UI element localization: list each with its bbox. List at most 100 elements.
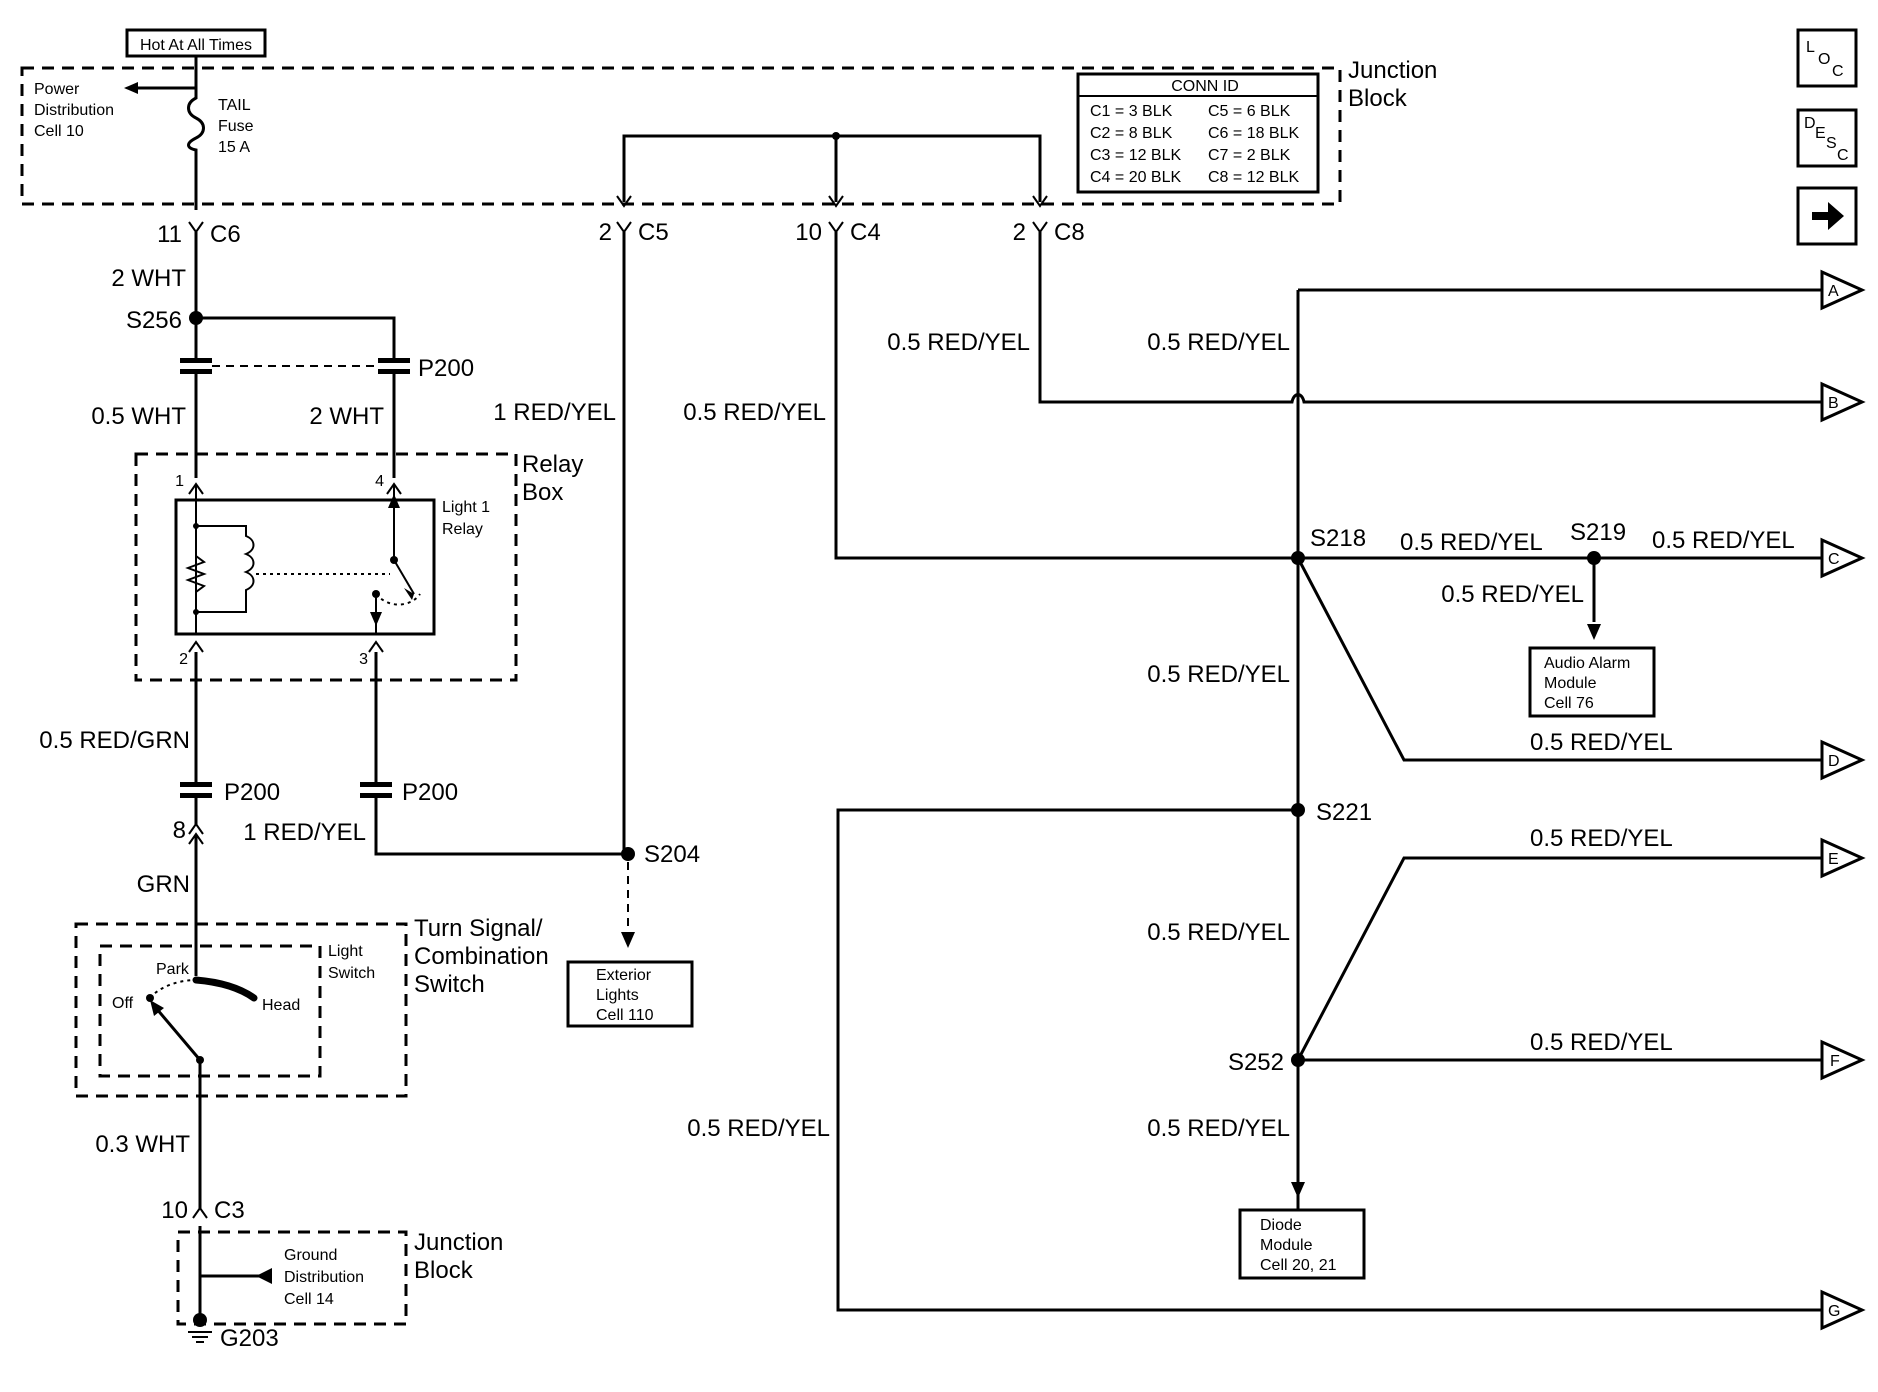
svg-text:E: E: [1828, 851, 1839, 868]
splice-s252-label: S252: [1228, 1049, 1284, 1076]
p200-top-label: P200: [418, 355, 474, 382]
svg-text:B: B: [1828, 395, 1839, 412]
svg-text:Distribution: Distribution: [34, 102, 114, 119]
wire-05redyel-s218-s219-label: 0.5 RED/YEL: [1400, 529, 1543, 556]
switch-park-head-contact: [192, 976, 258, 1002]
svg-text:Block: Block: [1348, 85, 1408, 112]
svg-text:G: G: [1828, 1303, 1840, 1320]
wire-05redyel-d: [1296, 557, 1822, 762]
splice-s256-label: S256: [126, 307, 182, 334]
svg-text:Junction: Junction: [1348, 57, 1437, 84]
junction-block-bottom-label: Junction Block: [414, 1229, 503, 1284]
desc-button[interactable]: D E S C: [1796, 108, 1858, 168]
c5-label: C5: [638, 219, 669, 246]
svg-text:Cell 10: Cell 10: [34, 123, 84, 140]
wire-05redyel-c8-label: 0.5 RED/YEL: [887, 329, 1030, 356]
splice-s204: [621, 847, 635, 861]
svg-text:Switch: Switch: [414, 971, 485, 998]
svg-text:A: A: [1828, 283, 1839, 300]
switch-park-label: Park: [156, 961, 190, 978]
relay-coil-icon: [196, 525, 255, 613]
turn-signal-switch-label: Turn Signal/ Combination Switch: [414, 915, 549, 998]
wire-05redyel-f-label: 0.5 RED/YEL: [1530, 1029, 1673, 1056]
ground-distribution-arrow-icon: [256, 1268, 272, 1284]
power-distribution-label: Power Distribution Cell 10: [34, 81, 114, 140]
offpage-connector-a[interactable]: A: [1820, 269, 1866, 311]
svg-text:Lights: Lights: [596, 987, 639, 1004]
splice-s204-label: S204: [644, 841, 700, 868]
offpage-connector-b[interactable]: B: [1820, 381, 1866, 423]
c8-label: C8: [1054, 219, 1085, 246]
p200-pin8-label: 8: [173, 817, 186, 844]
svg-text:Turn Signal/: Turn Signal/: [414, 915, 543, 942]
relay-pin4: 4: [375, 473, 384, 490]
relay-pin3: 3: [359, 651, 368, 668]
conn-id-title: CONN ID: [1171, 78, 1239, 95]
hot-at-all-times-label: Hot At All Times: [140, 37, 252, 54]
conn-id-c1: C1 = 3 BLK: [1090, 103, 1173, 120]
conn-id-c7: C7 = 2 BLK: [1208, 147, 1291, 164]
ground-g203-label: G203: [220, 1325, 279, 1352]
relay-resistor-icon: [185, 555, 207, 593]
connector-marks-top: [188, 195, 1048, 234]
wire-05redyel-g-label: 0.5 RED/YEL: [687, 1115, 830, 1142]
next-button[interactable]: [1796, 186, 1858, 246]
offpage-connector-d[interactable]: D: [1820, 739, 1866, 781]
wire-05redyel-c8: [1038, 232, 1822, 404]
relay-box-label: Relay Box: [522, 451, 583, 506]
p200-pin8-mark: [188, 822, 204, 845]
svg-text:Exterior: Exterior: [596, 967, 652, 984]
wire-2wht-top-label: 2 WHT: [111, 265, 186, 292]
svg-text:Cell 76: Cell 76: [1544, 695, 1594, 712]
ground-distribution-label: Ground Distribution Cell 14: [284, 1247, 364, 1308]
svg-text:C: C: [1828, 551, 1840, 568]
offpage-connector-f[interactable]: F: [1820, 1039, 1866, 1081]
splice-s219-label: S219: [1570, 519, 1626, 546]
splice-s221-label: S221: [1316, 799, 1372, 826]
svg-text:15 A: 15 A: [218, 139, 250, 156]
c3-connector-mark: [192, 1206, 208, 1219]
svg-text:C: C: [1832, 63, 1844, 80]
junction-block-top-label: Junction Block: [1348, 57, 1437, 112]
svg-text:Module: Module: [1544, 675, 1597, 692]
svg-text:S: S: [1826, 135, 1837, 152]
offpage-connector-g[interactable]: G: [1820, 1289, 1866, 1331]
conn-id-c2: C2 = 8 BLK: [1090, 125, 1173, 142]
switch-off-label: Off: [112, 995, 134, 1012]
tail-fuse-label: TAIL Fuse 15 A: [218, 97, 254, 156]
c3-pin-label: 10: [161, 1197, 188, 1224]
svg-text:Combination: Combination: [414, 943, 549, 970]
power-distribution-arrow-icon: [124, 82, 138, 94]
switch-head-label: Head: [262, 997, 300, 1014]
right-arrow-icon: [1812, 202, 1844, 230]
svg-text:E: E: [1815, 125, 1826, 142]
svg-text:L: L: [1806, 39, 1815, 56]
wire-1redyel-relay: [374, 798, 628, 856]
audio-alarm-module-box: Audio Alarm Module Cell 76: [1528, 646, 1656, 718]
switch-off-dots: [149, 979, 197, 999]
svg-text:Light 1: Light 1: [442, 499, 490, 516]
offpage-connector-c[interactable]: C: [1820, 537, 1866, 579]
wire-05redyel-c-label: 0.5 RED/YEL: [1652, 527, 1795, 554]
svg-text:Relay: Relay: [522, 451, 583, 478]
wire-03wht-label: 0.3 WHT: [95, 1131, 190, 1158]
conn-id-c6: C6 = 18 BLK: [1208, 125, 1300, 142]
svg-text:D: D: [1828, 753, 1840, 770]
light-switch-outline: [98, 944, 322, 1078]
offpage-connector-e[interactable]: E: [1820, 837, 1866, 879]
svg-text:Cell 110: Cell 110: [596, 1007, 654, 1024]
c3-label: C3: [214, 1197, 245, 1224]
light-switch-label: Light Switch: [328, 943, 375, 982]
wire-05redyel-g: [836, 808, 1822, 1312]
diode-module-box: Diode Module Cell 20, 21: [1238, 1208, 1366, 1280]
svg-text:Box: Box: [522, 479, 563, 506]
relay-box-outline: [134, 452, 518, 682]
svg-text:F: F: [1830, 1053, 1840, 1070]
relay-pin2: 2: [179, 651, 188, 668]
svg-text:Cell 20, 21: Cell 20, 21: [1260, 1257, 1337, 1274]
wire-05redyel-audio-label: 0.5 RED/YEL: [1441, 581, 1584, 608]
wire-1redyel-relay-label: 1 RED/YEL: [243, 819, 366, 846]
loc-button[interactable]: L O C: [1796, 28, 1858, 88]
c6-pin-label: 11: [157, 221, 182, 248]
svg-text:Power: Power: [34, 81, 80, 98]
